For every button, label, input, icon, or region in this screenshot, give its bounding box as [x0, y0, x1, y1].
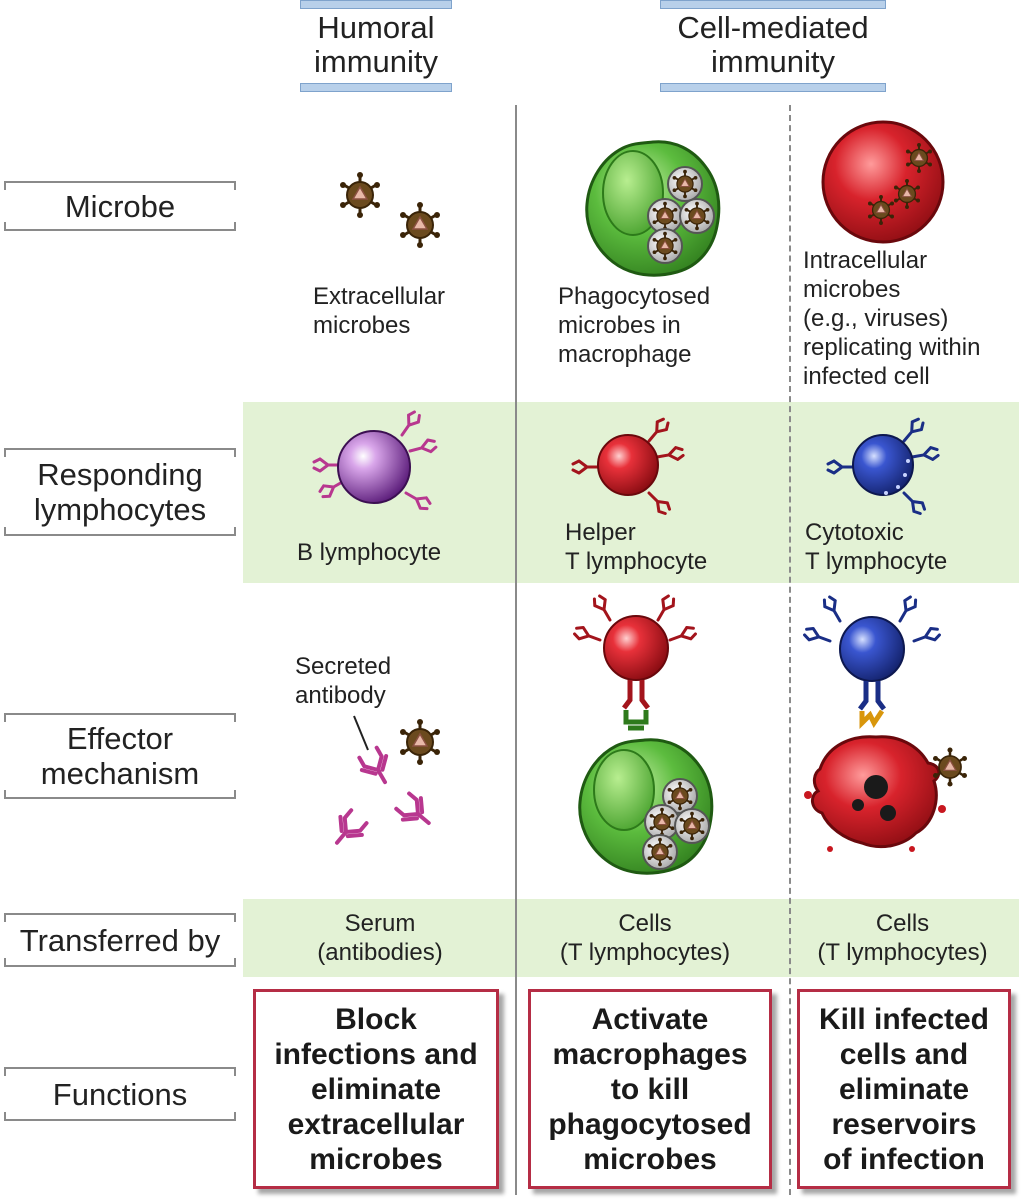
row-label-responding-text: Responding lymphocytes [33, 457, 207, 527]
caption-cytotoxic-t-lymphocyte: Cytotoxic T lymphocyte [805, 519, 948, 575]
column-divider-dashed [789, 105, 791, 1195]
caption-extracellular-microbes: Extracellular microbes [313, 283, 446, 339]
extracellular-microbes-icon [338, 170, 442, 250]
helper-t-macrophage-interaction-icon [572, 592, 714, 875]
row-label-effector-text: Effector mechanism [40, 721, 200, 791]
row-label-microbe: Microbe [4, 181, 236, 231]
transferred-row-band [243, 899, 1019, 977]
caption-b-lymphocyte: B lymphocyte [297, 539, 442, 566]
caption-intracellular-microbes: Intracellular microbes (e.g., viruses) r… [803, 247, 981, 390]
macrophage-cell-icon [585, 140, 721, 277]
helper-t-cell-icon [571, 415, 686, 518]
row-label-functions: Functions [4, 1067, 236, 1121]
function-box-cytotoxic: Kill infected cells and eliminate reserv… [797, 989, 1011, 1189]
caption-secreted-antibody: Secreted antibody [295, 653, 392, 709]
row-label-responding: Responding lymphocytes [4, 448, 236, 536]
transferred-helper: Cells (T lymphocytes) [559, 910, 731, 966]
row-label-microbe-text: Microbe [64, 188, 176, 224]
caption-helper-t-lymphocyte: Helper T lymphocyte [565, 519, 708, 575]
header-cell-mediated-text: Cell-mediated immunity [677, 10, 869, 79]
antibody-icon [324, 715, 442, 854]
row-label-effector: Effector mechanism [4, 713, 236, 799]
caption-phagocytosed-microbes: Phagocytosed microbes in macrophage [558, 283, 711, 368]
cytotoxic-t-kill-icon [802, 593, 969, 852]
infected-cell-icon [821, 120, 945, 244]
b-lymphocyte-icon [312, 408, 439, 513]
function-cytotoxic-text: Kill infected cells and eliminate reserv… [818, 1002, 990, 1176]
function-box-humoral: Block infections and eliminate extracell… [253, 989, 499, 1189]
transferred-cytotoxic: Cells (T lymphocytes) [817, 910, 988, 966]
function-box-helper: Activate macrophages to kill phagocytose… [528, 989, 772, 1189]
column-divider-solid [515, 105, 517, 1195]
header-humoral-text: Humoral immunity [313, 10, 438, 79]
row-label-functions-text: Functions [52, 1076, 188, 1112]
transferred-humoral: Serum (antibodies) [317, 910, 443, 966]
function-helper-text: Activate macrophages to kill phagocytose… [548, 1002, 752, 1176]
function-humoral-text: Block infections and eliminate extracell… [274, 1002, 478, 1176]
header-cell-mediated: Cell-mediated immunity [660, 0, 886, 92]
cytotoxic-t-cell-icon [826, 415, 941, 518]
row-label-transferred: Transferred by [4, 913, 236, 967]
row-label-transferred-text: Transferred by [19, 922, 221, 958]
header-humoral: Humoral immunity [300, 0, 452, 92]
